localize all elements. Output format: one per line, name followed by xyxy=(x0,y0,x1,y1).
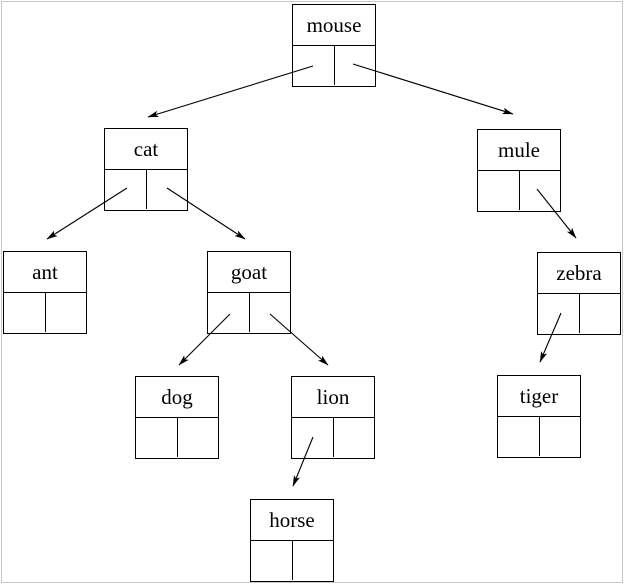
left-pointer-cell xyxy=(105,170,147,209)
right-pointer-cell xyxy=(334,418,375,457)
node-label-zebra: zebra xyxy=(538,253,620,294)
left-pointer-cell xyxy=(293,46,335,85)
left-pointer-cell xyxy=(136,418,178,457)
tree-node-mule: mule xyxy=(477,129,561,212)
node-label-tiger: tiger xyxy=(498,376,580,417)
pointer-cells-mouse xyxy=(293,46,375,85)
pointer-cells-mule xyxy=(478,171,560,210)
left-pointer-cell xyxy=(478,171,520,210)
left-pointer-cell xyxy=(498,417,540,456)
pointer-cells-lion xyxy=(292,418,374,457)
node-label-lion: lion xyxy=(292,377,374,418)
tree-node-lion: lion xyxy=(291,376,375,459)
pointer-cells-goat xyxy=(208,293,290,332)
right-pointer-cell xyxy=(178,418,219,457)
pointer-cells-dog xyxy=(136,418,218,457)
right-pointer-cell xyxy=(293,541,334,580)
pointer-cells-cat xyxy=(105,170,187,209)
pointer-cells-horse xyxy=(251,541,333,580)
node-label-ant: ant xyxy=(4,252,86,293)
tree-node-cat: cat xyxy=(104,128,188,211)
left-pointer-cell xyxy=(251,541,293,580)
tree-node-dog: dog xyxy=(135,376,219,459)
node-label-cat: cat xyxy=(105,129,187,170)
pointer-cells-ant xyxy=(4,293,86,332)
right-pointer-cell xyxy=(335,46,376,85)
tree-node-mouse: mouse xyxy=(292,4,376,87)
tree-node-ant: ant xyxy=(3,251,87,334)
node-label-goat: goat xyxy=(208,252,290,293)
node-label-dog: dog xyxy=(136,377,218,418)
right-pointer-cell xyxy=(520,171,561,210)
tree-node-tiger: tiger xyxy=(497,375,581,458)
right-pointer-cell xyxy=(147,170,188,209)
right-pointer-cell xyxy=(250,293,291,332)
tree-node-goat: goat xyxy=(207,251,291,334)
right-pointer-cell xyxy=(540,417,581,456)
node-label-mouse: mouse xyxy=(293,5,375,46)
left-pointer-cell xyxy=(4,293,46,332)
pointer-cells-zebra xyxy=(538,294,620,333)
left-pointer-cell xyxy=(292,418,334,457)
node-label-horse: horse xyxy=(251,500,333,541)
tree-node-zebra: zebra xyxy=(537,252,621,335)
pointer-cells-tiger xyxy=(498,417,580,456)
left-pointer-cell xyxy=(208,293,250,332)
left-pointer-cell xyxy=(538,294,580,333)
node-label-mule: mule xyxy=(478,130,560,171)
tree-node-horse: horse xyxy=(250,499,334,582)
right-pointer-cell xyxy=(580,294,621,333)
right-pointer-cell xyxy=(46,293,87,332)
